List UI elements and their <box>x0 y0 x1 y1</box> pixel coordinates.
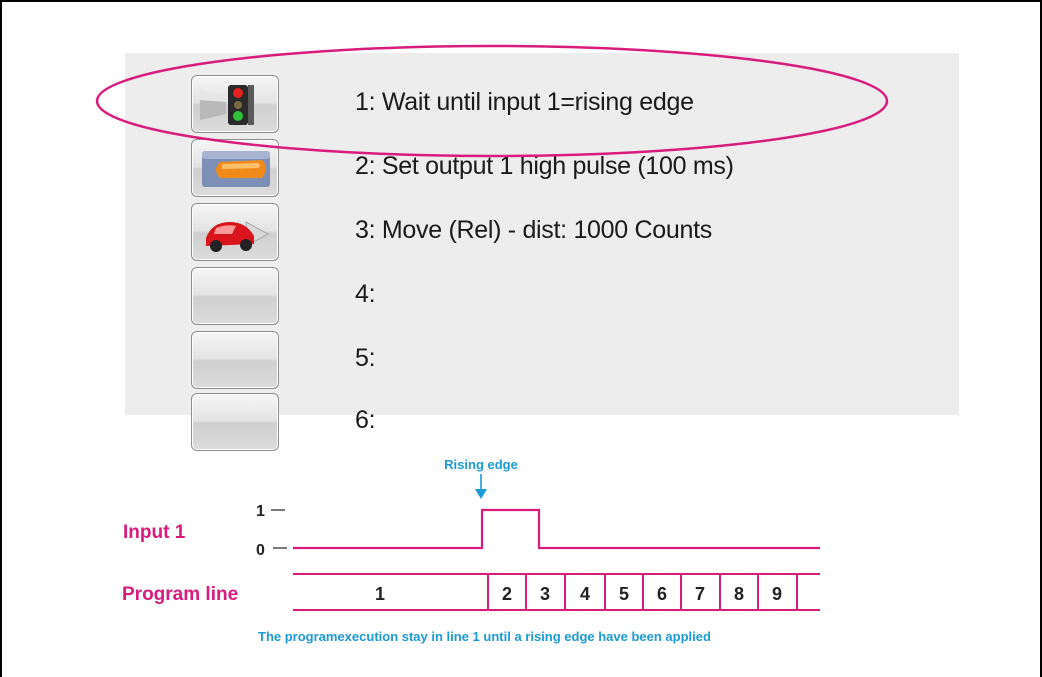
program-line-cell: 7 <box>695 584 705 604</box>
program-line-label: 6: <box>355 406 376 434</box>
program-line-label: 5: <box>355 344 376 372</box>
command-button[interactable] <box>191 203 279 261</box>
program-line-cell: 4 <box>580 584 590 604</box>
program-line-cell: 1 <box>375 584 385 604</box>
command-button[interactable] <box>191 267 279 325</box>
program-row[interactable]: 1: Wait until input 1=rising edge <box>125 75 959 139</box>
input-signal <box>293 508 820 550</box>
input-label: Input 1 <box>123 522 186 543</box>
level-low-label: 0 <box>256 542 265 559</box>
command-button[interactable] <box>191 75 279 133</box>
highlight-ellipse <box>95 44 889 158</box>
rising-edge-label: Rising edge <box>444 457 518 472</box>
program-list-panel: 1: Wait until input 1=rising edge 2: Set… <box>125 53 959 451</box>
lane-dividers <box>487 574 798 610</box>
program-line-cell: 2 <box>502 584 512 604</box>
program-line-cell: 3 <box>540 584 550 604</box>
level-high-label: 1 <box>256 503 265 520</box>
program-line-label: 3: Move (Rel) - dist: 1000 Counts <box>355 216 712 244</box>
command-button[interactable] <box>191 331 279 389</box>
traffic-light-icon <box>200 85 254 125</box>
program-line-cell: 9 <box>772 584 782 604</box>
car-move-icon <box>206 221 270 252</box>
command-button[interactable] <box>191 139 279 197</box>
program-line-cell: 8 <box>734 584 744 604</box>
program-line-cell: 5 <box>619 584 629 604</box>
program-line-cell: 6 <box>657 584 667 604</box>
arrow-head-icon <box>475 489 487 499</box>
diagram-caption: The programexecution stay in line 1 unti… <box>258 629 711 644</box>
program-line-label: 4: <box>355 280 376 308</box>
program-row[interactable]: 6: <box>125 393 959 457</box>
program-line-label-text: Program line <box>122 584 238 605</box>
output-pulse-icon <box>202 151 270 187</box>
command-button[interactable] <box>191 393 279 451</box>
program-row[interactable]: 3: Move (Rel) - dist: 1000 Counts <box>125 203 959 267</box>
program-row[interactable]: 4: <box>125 267 959 331</box>
lane-cells: 1 2 3 4 5 6 7 8 9 <box>375 584 782 604</box>
program-line-label: 1: Wait until input 1=rising edge <box>355 88 694 116</box>
program-row[interactable]: 5: <box>125 331 959 395</box>
